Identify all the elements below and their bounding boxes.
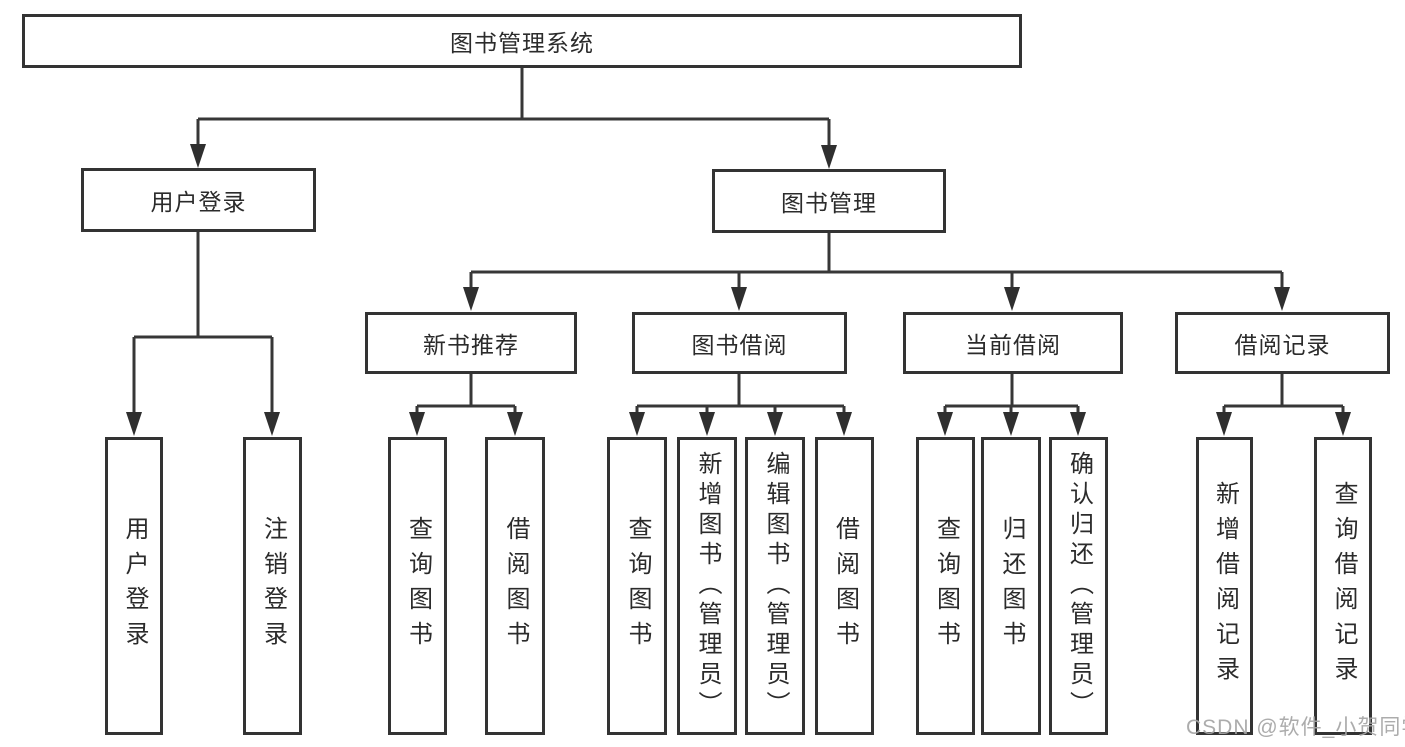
node-book-management: 图书管理 (712, 169, 946, 233)
leaf-return-books: 归还图书 (981, 437, 1041, 735)
leaf-add-borrow-record: 新增借阅记录 (1196, 437, 1253, 735)
leaf-borrow-books: 借阅图书 (815, 437, 874, 735)
leaf-logout: 注销登录 (243, 437, 302, 735)
csdn-watermark: CSDN @软件_小贺同学 (1186, 716, 1405, 739)
leaf-borrow-books-recommend: 借阅图书 (485, 437, 545, 735)
node-root-library-management-system: 图书管理系统 (22, 14, 1022, 68)
node-current-borrow: 当前借阅 (903, 312, 1123, 374)
leaf-query-borrow-record: 查询借阅记录 (1314, 437, 1372, 735)
leaf-user-login: 用户登录 (105, 437, 163, 735)
node-user-login: 用户登录 (81, 168, 316, 232)
leaf-edit-books-admin: 编辑图书（管理员） (745, 437, 805, 735)
leaf-query-books-borrow: 查询图书 (607, 437, 667, 735)
leaf-query-books-current: 查询图书 (916, 437, 975, 735)
node-borrow-records: 借阅记录 (1175, 312, 1390, 374)
node-book-borrow: 图书借阅 (632, 312, 847, 374)
leaf-add-books-admin: 新增图书（管理员） (677, 437, 737, 735)
node-new-book-recommend: 新书推荐 (365, 312, 577, 374)
leaf-confirm-return-admin: 确认归还（管理员） (1049, 437, 1108, 735)
leaf-query-books-recommend: 查询图书 (388, 437, 447, 735)
